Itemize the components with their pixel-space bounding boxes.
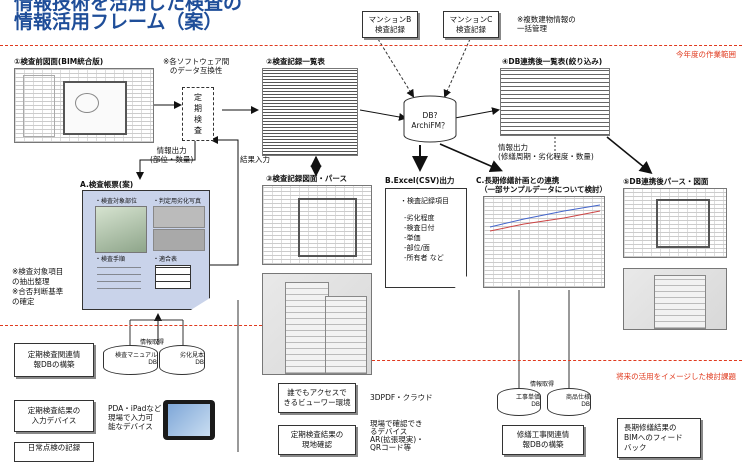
db-linked-perspective xyxy=(623,268,727,330)
tablet-icon xyxy=(163,400,215,440)
mansion-b-sub: 検査記録 xyxy=(375,24,405,34)
inspection-perspective xyxy=(262,273,372,375)
inspection-sheet: ・検査対象部位 ・判定用劣化写真 ・検査手順 ・適合表 xyxy=(82,190,210,310)
excel-item: -部位/面 xyxy=(404,244,430,252)
sheet-photo-1 xyxy=(153,206,205,228)
arrow-db-to-filtered xyxy=(454,107,500,119)
this-year-scope-label: 今年度の作業範囲 xyxy=(676,50,736,59)
mansion-c-label: マンションC xyxy=(449,14,493,24)
inspection-db-build-box: 定期検査関連情報DBの構築 xyxy=(14,343,94,377)
sheet-col3: ・検査手順 xyxy=(95,256,126,263)
excel-output-doc: ・検査記録項目 -劣化程度 -検査日付 -単価 -部位/面 -所有者 など xyxy=(385,188,467,288)
mansion-b-label: マンションB xyxy=(368,14,412,24)
excel-item: -検査日付 xyxy=(404,224,435,232)
section-1-title: ①検査前図面(BIM統合版) xyxy=(14,57,104,66)
excel-item: -劣化程度 xyxy=(404,214,435,222)
sheet-col2: ・判定用劣化写真 xyxy=(153,198,202,205)
excel-item: -単価 xyxy=(404,234,421,242)
info-get-right: 情報取得 xyxy=(530,381,555,388)
arrow-filtered-to-pers xyxy=(606,136,653,175)
info-output-left: 情報出力 (部位・数量) xyxy=(150,146,194,164)
arrow-info-output xyxy=(136,135,196,180)
long-term-subtitle: （一部サンプルデータについて検討） xyxy=(480,185,608,194)
scope-line-top xyxy=(0,45,742,46)
scope-line-future-left xyxy=(0,325,262,326)
section-5-title: ⑤DB連携後パース・図面 xyxy=(623,177,709,186)
filtered-list-table xyxy=(500,68,610,136)
info-get-left: 情報取得 xyxy=(140,339,165,346)
sheet-conformity-table xyxy=(155,265,191,289)
long-term-title: C.長期修繕計画との連携 xyxy=(476,176,560,185)
central-db-label: DB? xyxy=(422,111,438,120)
sheet-photo-2 xyxy=(153,229,205,251)
long-term-chart xyxy=(483,196,605,288)
central-db-sub: ArchiFM？ xyxy=(411,121,449,130)
future-scope-label: 将来の活用をイメージした検討課題 xyxy=(616,372,736,381)
periodic-inspection-box: 定期検査 xyxy=(182,87,214,141)
arrow-list-to-db xyxy=(359,109,407,121)
connector-layer xyxy=(129,38,653,452)
arrow-mansion-b-db xyxy=(377,38,415,98)
inspection-list-table xyxy=(262,68,358,156)
bim-floor-plan xyxy=(14,68,154,143)
arrow-result-input xyxy=(210,136,239,266)
section-3-title: ③検査記録図面・パース xyxy=(266,174,347,183)
result-input-label: 結果入力 xyxy=(240,155,270,164)
daily-inspection-box: 日常点検の記録 xyxy=(14,442,94,462)
sheet-col1: ・検査対象部位 xyxy=(95,198,138,205)
inspection-drawing xyxy=(262,185,372,265)
multi-building-note: ※複数建物情報の 一括管理 xyxy=(517,15,576,33)
page-title-line1: 情報技術を活用した検査の xyxy=(14,0,243,14)
excel-header: ・検査記録項目 xyxy=(400,197,449,205)
sheet-building-photo xyxy=(95,206,147,253)
onsite-check-box: 定期検査結果の現地確認 xyxy=(278,425,356,455)
section-2-title: ②検査記録一覧表 xyxy=(266,57,325,66)
section-4-title: ④DB連携後一覧表(絞り込み) xyxy=(502,57,603,66)
pda-note: PDA・iPadなど現場で入力可能なデバイス xyxy=(108,404,162,431)
excel-title: B.Excel(CSV)出力 xyxy=(385,176,455,185)
mansion-c-sub: 検査記録 xyxy=(456,24,486,34)
sheet-title: A.検査帳票(案) xyxy=(80,180,134,189)
info-output-right: 情報出力 (修繕周期・劣化程度・数量) xyxy=(498,143,594,161)
arrow-db-to-longterm xyxy=(439,143,503,173)
central-db: DB? ArchiFM？ xyxy=(403,95,457,143)
db-linked-drawing xyxy=(623,188,727,258)
interop-note: ※各ソフトウェア間 のデータ互換性 xyxy=(163,57,230,75)
sheet-procedure xyxy=(97,265,141,295)
page-title-line2: 情報活用フレーム（案） xyxy=(14,11,223,33)
excel-item: -所有者 など xyxy=(404,254,444,262)
mansion-b-box: マンションB 検査記録 xyxy=(362,11,418,38)
mansion-c-box: マンションC 検査記録 xyxy=(443,11,499,38)
input-device-box: 定期検査結果の入力デバイス xyxy=(14,400,94,432)
repair-db-build-box: 修繕工事関連情報DBの構築 xyxy=(502,425,584,455)
arrow-mansion-c-db xyxy=(443,38,471,98)
scope-line-future-right xyxy=(372,360,742,361)
viewer-note: 3DPDF・クラウド xyxy=(370,393,433,402)
left-notes: ※検査対象項目の抽出整理※合否判断基準の確定 xyxy=(12,267,64,306)
viewer-environment-box: 誰でもアクセスできるビューワー環境 xyxy=(278,383,356,413)
sheet-col4: ・適合表 xyxy=(153,256,178,263)
